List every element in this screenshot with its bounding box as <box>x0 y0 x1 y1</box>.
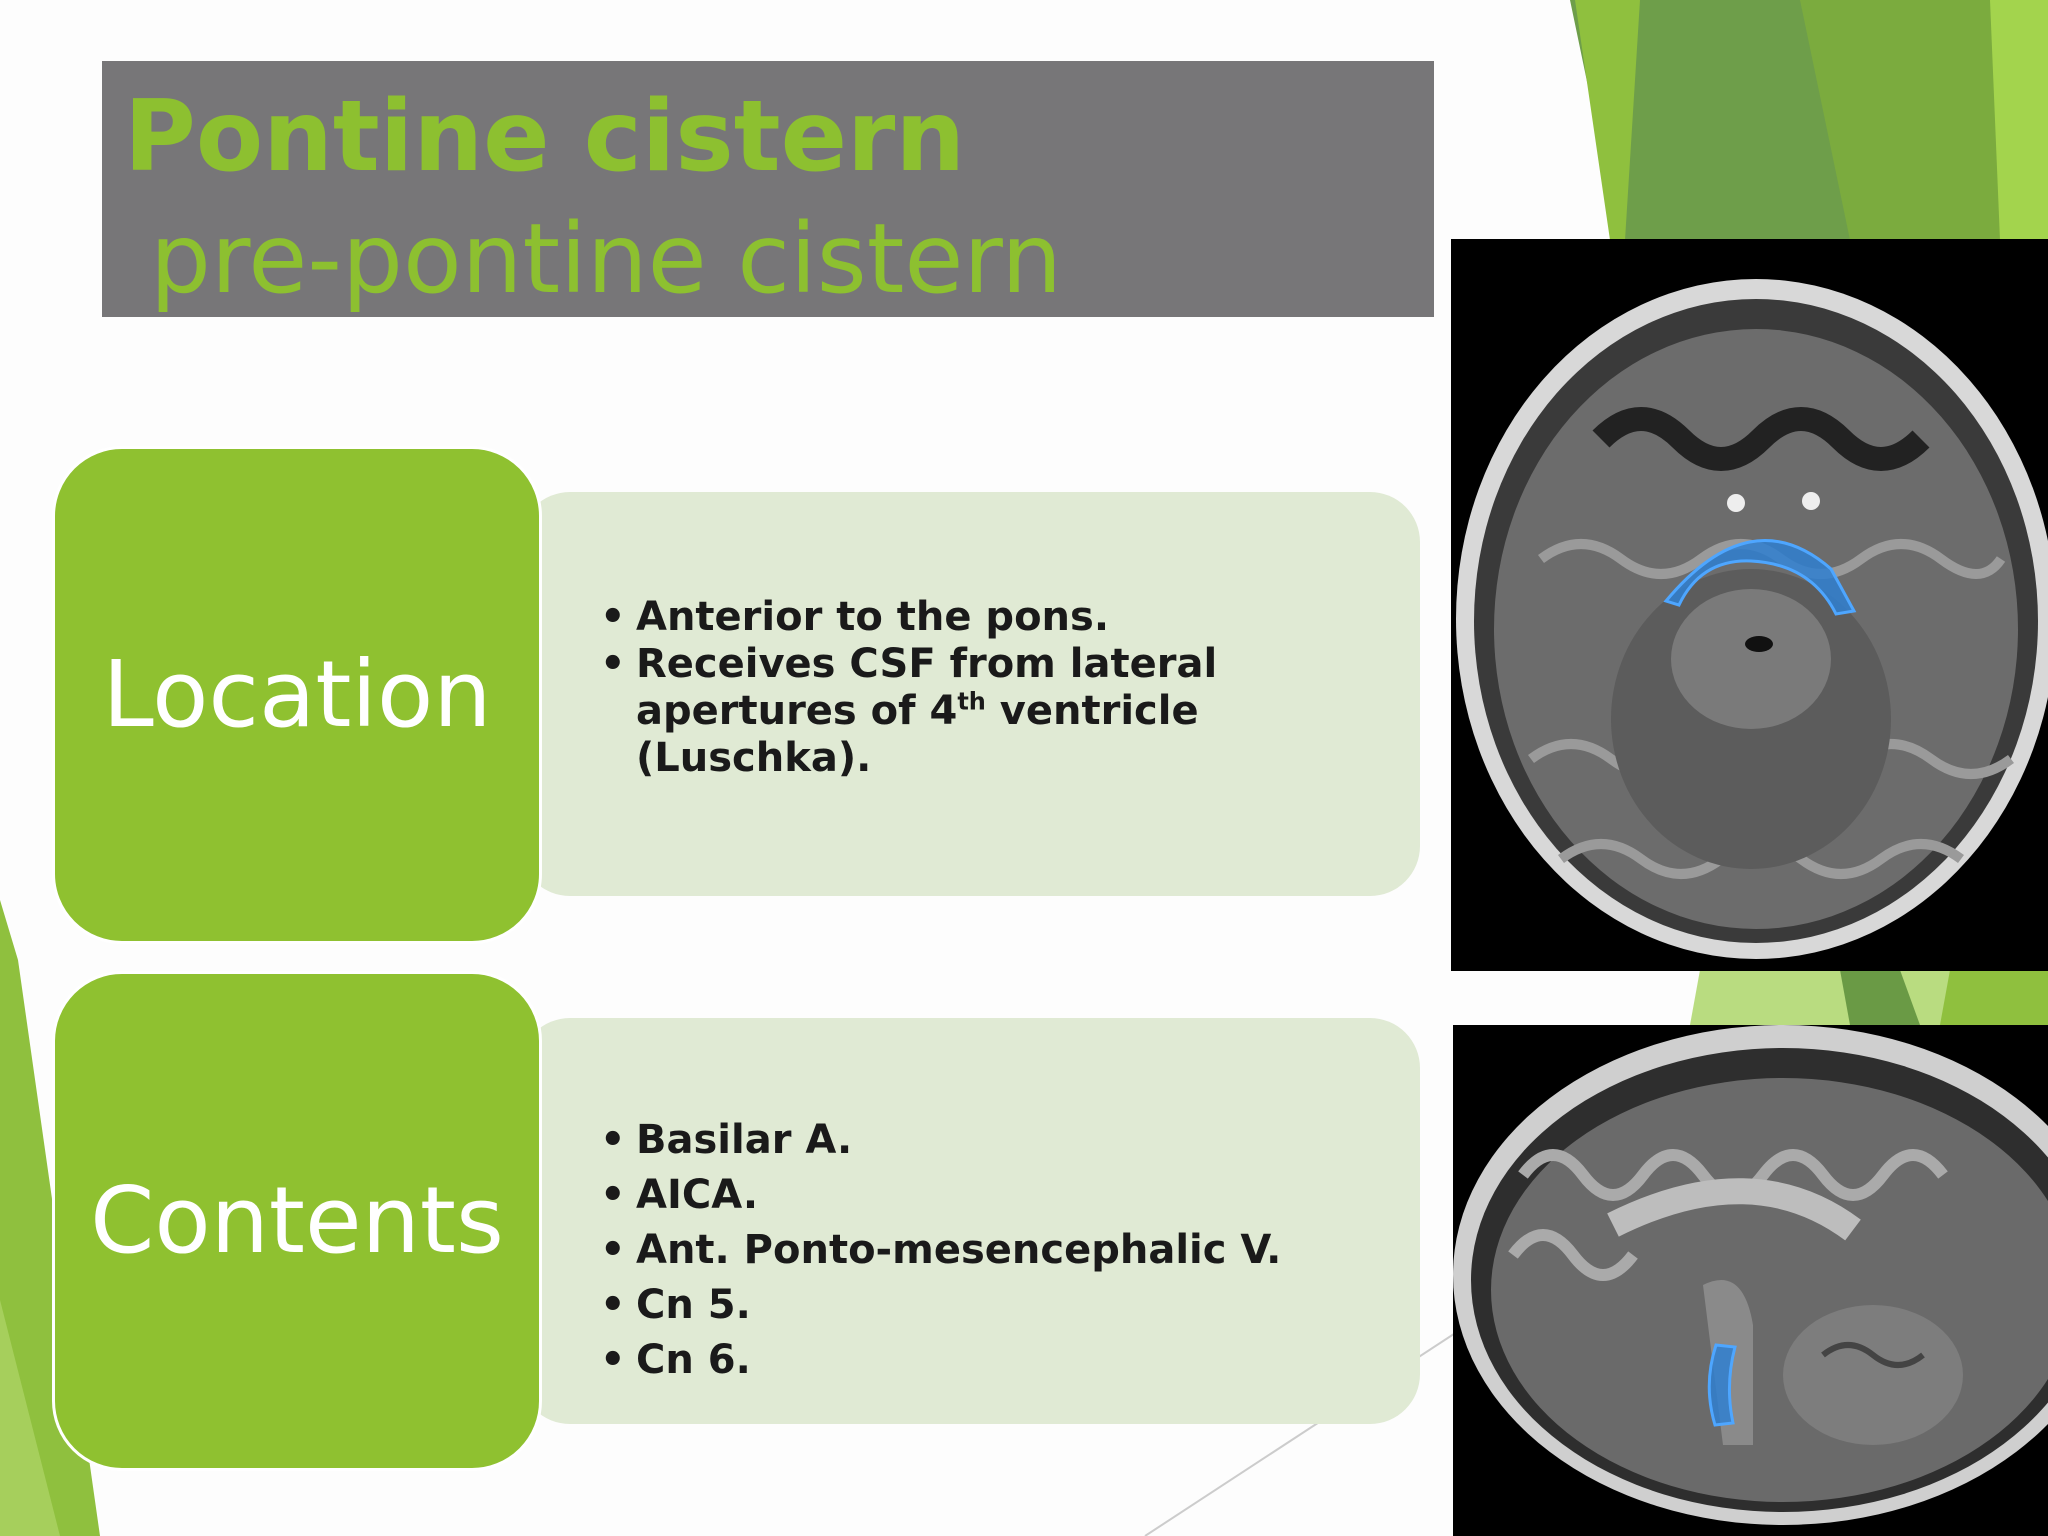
cistern-highlight <box>1707 1343 1737 1427</box>
location-list: • Anterior to the pons. • Receives CSF f… <box>600 594 1217 782</box>
axial-mri-image <box>1451 239 2048 971</box>
list-item: •Cn 6. <box>600 1337 751 1383</box>
slide-title: Pontine cistern <box>124 80 966 194</box>
contents-list: •Basilar A. •AICA. •Ant. Ponto-mesenceph… <box>600 1113 1281 1388</box>
contents-label: Contents <box>90 1167 504 1274</box>
list-item: •Basilar A. <box>600 1117 853 1163</box>
contents-tab: Contents <box>52 971 542 1471</box>
contents-panel <box>520 1018 1420 1424</box>
location-panel <box>520 492 1420 896</box>
list-item: •Cn 5. <box>600 1282 751 1328</box>
sagittal-mri-illustration <box>1453 1025 2048 1525</box>
list-item: •AICA. <box>600 1172 759 1218</box>
location-label: Location <box>102 641 492 748</box>
axial-mri-illustration <box>1456 279 2048 959</box>
location-tab: Location <box>52 446 542 944</box>
title-bar <box>102 61 1434 317</box>
list-item: • Anterior to the pons. <box>600 594 1110 640</box>
list-item: •Ant. Ponto-mesencephalic V. <box>600 1227 1282 1273</box>
sagittal-mri-image <box>1453 1025 2048 1536</box>
cistern-highlight <box>1663 539 1857 616</box>
list-item: • Receives CSF from lateral apertures of… <box>600 641 1218 781</box>
slide-subtitle: pre-pontine cistern <box>150 203 1063 315</box>
